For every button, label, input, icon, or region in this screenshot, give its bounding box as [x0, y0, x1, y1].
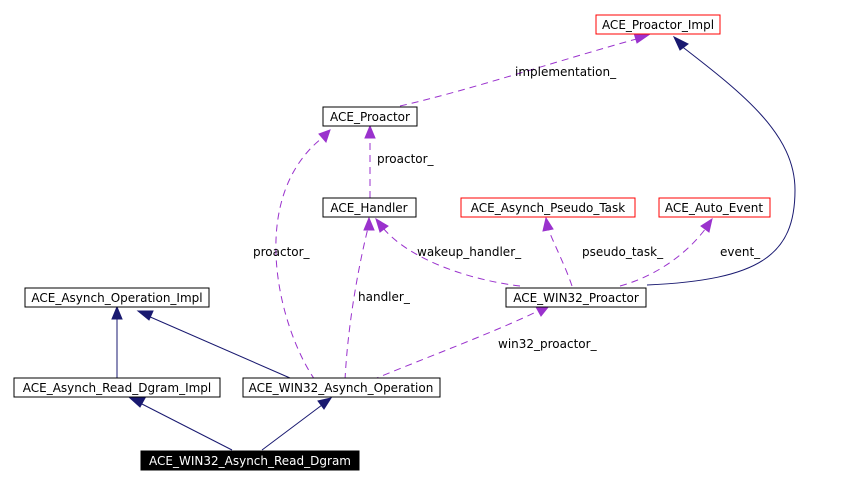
edge-win32-op-inherits-op-impl — [136, 310, 291, 379]
node-label: ACE_Asynch_Read_Dgram_Impl — [23, 381, 212, 395]
edge-label-win32-proactor: win32_proactor_ — [498, 337, 598, 351]
edge-read-dgram-impl-inherits-op-impl — [111, 305, 123, 378]
node-label: ACE_WIN32_Proactor — [513, 291, 639, 305]
node-ace-auto-event[interactable]: ACE_Auto_Event — [658, 197, 771, 218]
edge-label-pseudo-task: pseudo_task_ — [582, 245, 664, 259]
edge-label-proactor-op: proactor_ — [253, 245, 311, 259]
node-label: ACE_Auto_Event — [665, 201, 763, 215]
edge-implementation: implementation_ — [399, 32, 652, 107]
node-ace-asynch-operation-impl[interactable]: ACE_Asynch_Operation_Impl — [24, 287, 210, 308]
node-label: ACE_Handler — [330, 201, 407, 215]
edge-handler: handler_ — [344, 216, 411, 381]
node-ace-win32-asynch-read-dgram: ACE_WIN32_Asynch_Read_Dgram — [140, 450, 360, 471]
node-label-focus: ACE_WIN32_Asynch_Read_Dgram — [149, 454, 351, 468]
edge-label-event: event_ — [720, 245, 761, 259]
node-ace-handler[interactable]: ACE_Handler — [322, 197, 417, 218]
node-label: ACE_Proactor — [330, 110, 410, 124]
edge-event: event_ — [619, 217, 761, 287]
edge-label-implementation: implementation_ — [515, 65, 617, 79]
edge-win32-proactor: win32_proactor_ — [371, 305, 598, 381]
edge-read-dgram-inherits-read-dgram-impl — [128, 397, 233, 451]
node-label: ACE_Proactor_Impl — [602, 18, 714, 32]
node-ace-proactor[interactable]: ACE_Proactor — [322, 106, 418, 127]
node-ace-proactor-impl[interactable]: ACE_Proactor_Impl — [595, 14, 721, 35]
edge-wakeup-handler: wakeup_handler_ — [375, 217, 522, 287]
edge-label-handler: handler_ — [358, 290, 411, 304]
edge-pseudo-task: pseudo_task_ — [542, 216, 664, 287]
node-label: ACE_Asynch_Operation_Impl — [31, 291, 202, 305]
edge-read-dgram-inherits-win32-op — [261, 397, 333, 451]
edge-handler-proactor: proactor_ — [364, 124, 435, 198]
edge-win32-proactor-inherits-proactor-impl — [646, 35, 796, 286]
node-ace-asynch-pseudo-task[interactable]: ACE_Asynch_Pseudo_Task — [460, 197, 636, 218]
node-ace-win32-proactor[interactable]: ACE_WIN32_Proactor — [505, 287, 647, 308]
node-ace-win32-asynch-operation[interactable]: ACE_WIN32_Asynch_Operation — [242, 377, 441, 398]
edge-label-wakeup-handler: wakeup_handler_ — [417, 245, 522, 259]
edge-label-proactor-handler: proactor_ — [377, 152, 435, 166]
node-label: ACE_WIN32_Asynch_Operation — [249, 381, 434, 395]
node-ace-asynch-read-dgram-impl[interactable]: ACE_Asynch_Read_Dgram_Impl — [13, 377, 221, 398]
edge-op-proactor: proactor_ — [253, 129, 331, 381]
node-label: ACE_Asynch_Pseudo_Task — [471, 201, 626, 215]
